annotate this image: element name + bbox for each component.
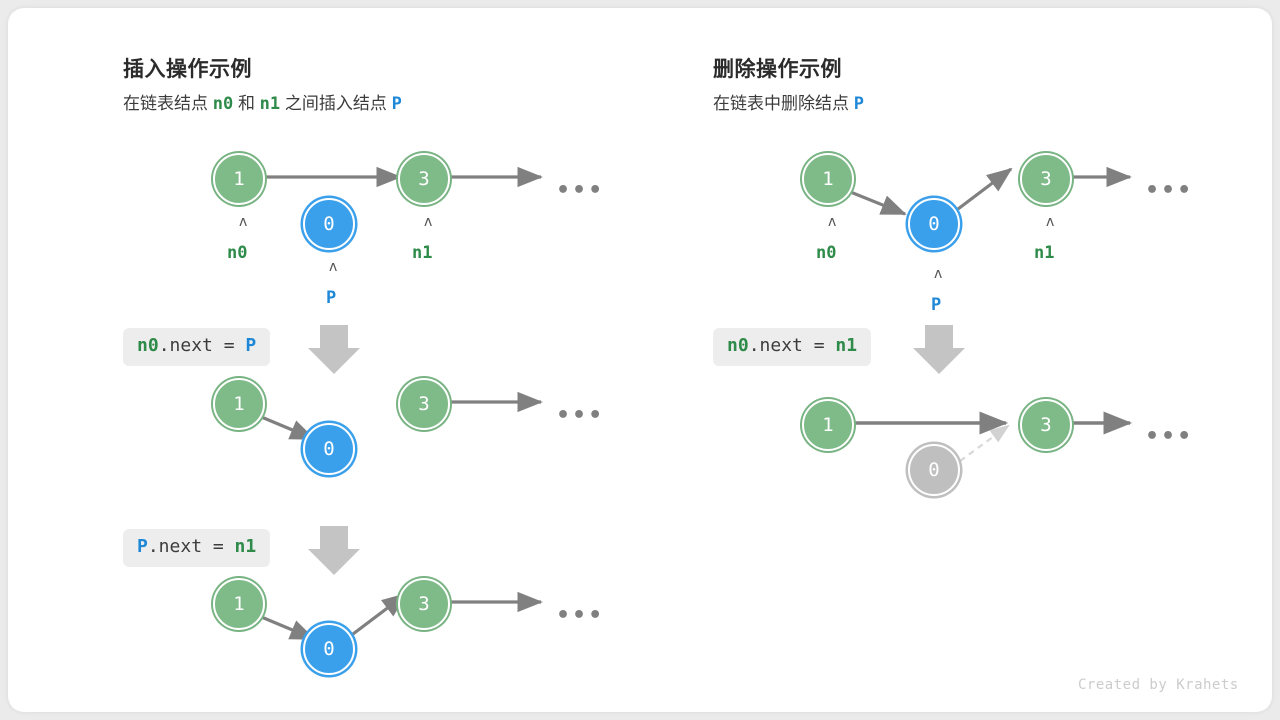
node-n0-insert-step0: 1 <box>213 153 265 205</box>
node-value: 1 <box>822 167 834 190</box>
node-n0-delete-step0: 1 <box>802 153 854 205</box>
node-value: 0 <box>928 458 940 481</box>
code-token: P <box>137 536 148 557</box>
node-p-insert-step2: 0 <box>303 623 355 675</box>
node-n1-delete-step1: 3 <box>1020 399 1072 451</box>
diagram-card: 插入操作示例 在链表结点 n0 和 n1 之间插入结点 P 1 ʌ n0 0 ʌ… <box>8 8 1272 712</box>
caret-p-insert-step0: ʌ <box>329 259 338 275</box>
node-n1-insert-step2: 3 <box>398 578 450 630</box>
insert-panel-title: 插入操作示例 <box>123 58 252 81</box>
caret-p-delete-step0: ʌ <box>934 266 943 282</box>
caret-n0-insert-step0: ʌ <box>239 214 248 230</box>
ellipsis-insert-step1: ••• <box>556 403 605 428</box>
node-deleted-delete-step1: 0 <box>908 444 960 496</box>
subtitle-part: 之间插入结点 <box>280 94 392 113</box>
node-n0-delete-step1: 1 <box>802 399 854 451</box>
code-token: n1 <box>835 335 858 356</box>
node-value: 3 <box>1040 413 1052 436</box>
delete-panel-title: 删除操作示例 <box>713 58 842 81</box>
node-value: 3 <box>418 592 430 615</box>
node-n1-delete-step0: 3 <box>1020 153 1072 205</box>
node-n1-insert-step1: 3 <box>398 378 450 430</box>
node-p-delete-step0: 0 <box>908 198 960 250</box>
code-token: .next = <box>748 335 836 356</box>
node-value: 1 <box>233 592 245 615</box>
pointer-label-n1-insert-step0: n1 <box>412 243 433 263</box>
subtitle-token-n0: n0 <box>212 94 234 114</box>
node-value: 0 <box>928 212 940 235</box>
subtitle-token-p: P <box>853 94 864 114</box>
node-value: 0 <box>323 637 335 660</box>
node-n0-insert-step1: 1 <box>213 378 265 430</box>
subtitle-part: 在链表中删除结点 <box>713 94 854 113</box>
caret-n1-insert-step0: ʌ <box>424 214 433 230</box>
insert-step2-down-arrow <box>308 526 360 575</box>
pointer-label-p-insert-step0: P <box>326 288 337 308</box>
delete-step0-arrows <box>847 166 1132 216</box>
code-token: n0 <box>727 335 749 356</box>
node-value: 1 <box>822 413 834 436</box>
node-n0-insert-step2: 1 <box>213 578 265 630</box>
subtitle-part: 在链表结点 <box>123 94 213 113</box>
subtitle-token-p: P <box>391 94 402 114</box>
caret-n1-delete-step0: ʌ <box>1046 214 1055 230</box>
code-token: P <box>245 335 257 356</box>
credit-text: Created by Krahets <box>1078 677 1239 693</box>
node-value: 0 <box>323 437 335 460</box>
pointer-label-p-delete-step0: P <box>931 295 942 315</box>
node-value: 1 <box>233 392 245 415</box>
subtitle-part: 和 <box>233 94 260 113</box>
node-p-insert-step1: 0 <box>303 423 355 475</box>
insert-step1-down-arrow <box>308 325 360 374</box>
code-token: n0 <box>137 335 159 356</box>
node-value: 1 <box>233 167 245 190</box>
code-chip-insert-step2: P.next = n1 <box>123 529 271 567</box>
delete-step1-arrows <box>854 411 1133 462</box>
code-token: .next = <box>147 536 235 557</box>
delete-panel-subtitle: 在链表中删除结点 P <box>713 89 864 114</box>
ellipsis-insert-step2: ••• <box>556 603 605 628</box>
subtitle-token-n1: n1 <box>259 94 281 114</box>
code-token: .next = <box>158 335 246 356</box>
insert-panel-subtitle: 在链表结点 n0 和 n1 之间插入结点 P <box>123 89 402 114</box>
node-p-insert-step0: 0 <box>303 198 355 250</box>
delete-step1-down-arrow <box>913 325 965 374</box>
node-value: 3 <box>418 167 430 190</box>
node-value: 3 <box>1040 167 1052 190</box>
ellipsis-delete-step1: ••• <box>1145 424 1194 449</box>
node-value: 3 <box>418 392 430 415</box>
diagram-stage: 插入操作示例 在链表结点 n0 和 n1 之间插入结点 P 1 ʌ n0 0 ʌ… <box>8 8 1272 712</box>
pointer-label-n0-delete-step0: n0 <box>816 243 837 263</box>
node-n1-insert-step0: 3 <box>398 153 450 205</box>
caret-n0-delete-step0: ʌ <box>828 214 837 230</box>
code-token: n1 <box>234 536 257 557</box>
code-chip-insert-step1: n0.next = P <box>123 328 271 366</box>
node-value: 0 <box>323 212 335 235</box>
code-chip-delete-step1: n0.next = n1 <box>713 328 872 366</box>
pointer-label-n0-insert-step0: n0 <box>227 243 248 263</box>
ellipsis-delete-step0: ••• <box>1145 178 1194 203</box>
ellipsis-insert-step0: ••• <box>556 178 605 203</box>
pointer-label-n1-delete-step0: n1 <box>1034 243 1055 263</box>
